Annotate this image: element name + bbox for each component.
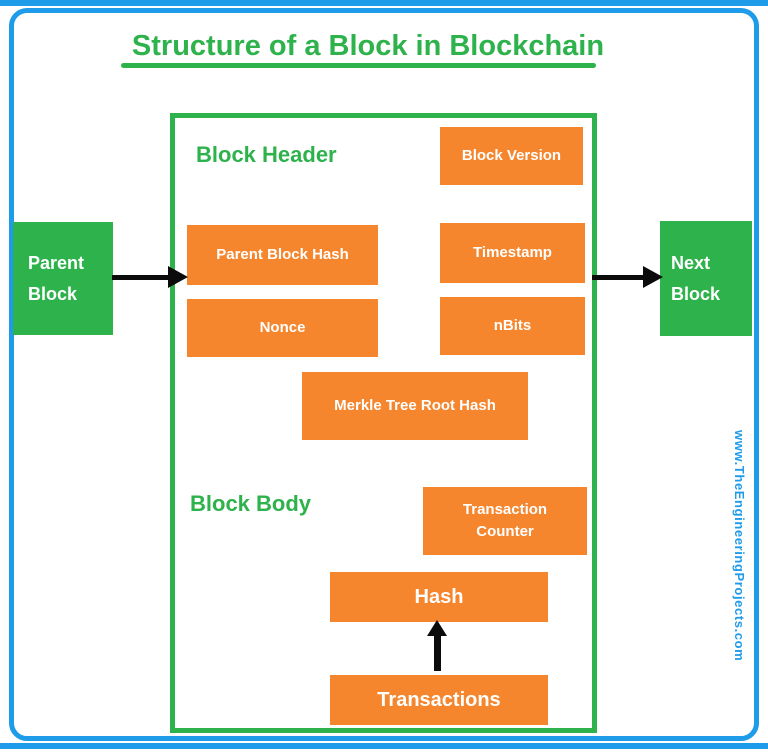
next-block-node: Next Block	[660, 221, 752, 336]
bottom-edge-bar	[0, 743, 768, 749]
field-parent-block-hash-label: Parent Block Hash	[216, 246, 349, 264]
field-timestamp-label: Timestamp	[473, 244, 552, 262]
arrow-head-right-icon	[643, 266, 663, 288]
field-parent-block-hash: Parent Block Hash	[187, 225, 378, 285]
title-underline	[121, 63, 596, 68]
parent-block-node: Parent Block	[13, 222, 113, 335]
field-transactions-label: Transactions	[377, 688, 501, 711]
field-nbits: nBits	[440, 297, 585, 355]
watermark-website: www.TheEngineeringProjects.com	[732, 430, 747, 662]
next-block-label: Next Block	[671, 252, 721, 304]
arrow-head-up-icon	[427, 620, 447, 636]
section-label-block-body: Block Body	[190, 491, 312, 516]
parent-block-label: Parent Block	[28, 252, 85, 304]
field-merkle-tree-root-hash-label: Merkle Tree Root Hash	[334, 397, 496, 415]
arrow-shaft	[112, 275, 170, 280]
field-merkle-tree-root-hash: Merkle Tree Root Hash	[302, 372, 528, 440]
field-transaction-counter: Transaction Counter	[423, 487, 587, 555]
field-nbits-label: nBits	[493, 317, 532, 335]
field-nonce: Nonce	[187, 299, 378, 357]
field-hash-label: Hash	[414, 585, 464, 608]
field-timestamp: Timestamp	[440, 223, 585, 283]
arrow-shaft	[592, 275, 644, 280]
field-nonce-label: Nonce	[259, 319, 306, 337]
outer-frame	[9, 8, 759, 741]
arrow-shaft	[434, 634, 441, 671]
arrow-head-right-icon	[168, 266, 188, 288]
section-label-block-header: Block Header	[196, 142, 337, 167]
field-transaction-counter-label: Transaction Counter	[462, 501, 548, 540]
field-block-version: Block Version	[440, 127, 583, 185]
field-block-version-label: Block Version	[461, 147, 562, 165]
page-title: Structure of a Block in Blockchain	[131, 30, 605, 62]
top-edge-bar	[0, 0, 768, 6]
field-hash: Hash	[330, 572, 548, 622]
field-transactions: Transactions	[330, 675, 548, 725]
